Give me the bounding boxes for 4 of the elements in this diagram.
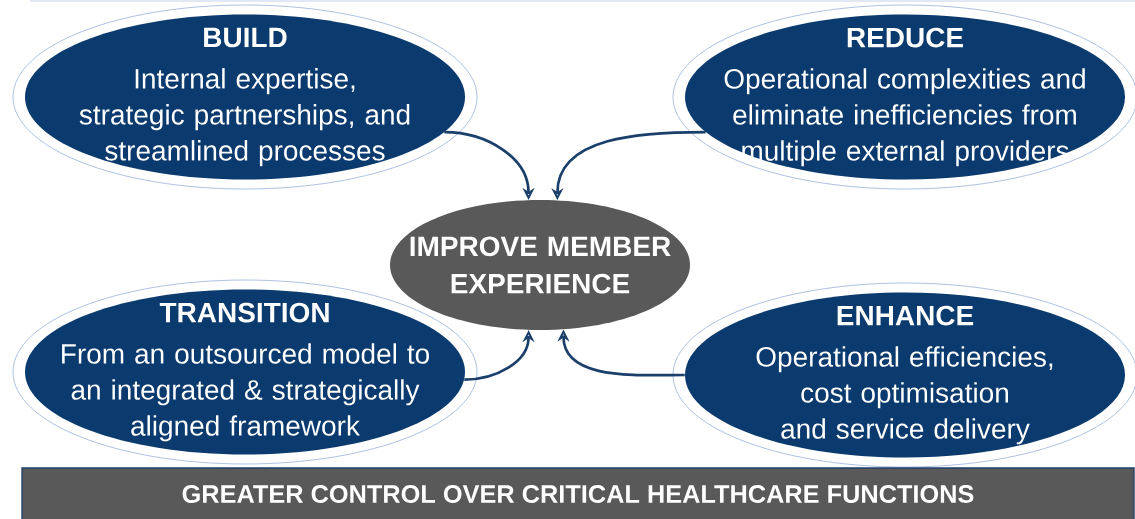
- banner-bar: GREATER CONTROL OVER CRITICAL HEALTHCARE FUNCTIONS: [21, 467, 1135, 519]
- oval-box: BUILD Internal expertise, strategic partnerships, and streamlined processes: [12, 4, 478, 190]
- center-oval: IMPROVE MEMBER EXPERIENCE: [390, 200, 690, 330]
- oval-box: ENHANCE Operational efficiencies, cost optimisation and service delivery: [672, 282, 1135, 468]
